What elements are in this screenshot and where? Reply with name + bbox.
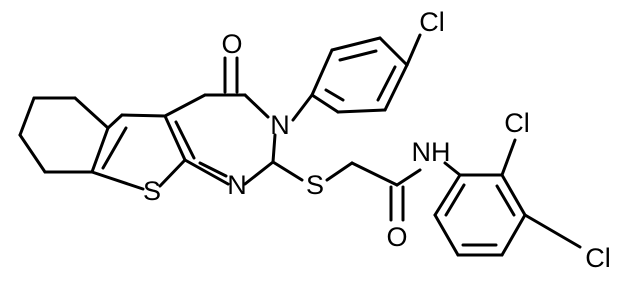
- atom-labels: O N Cl S N S NH O Cl Cl: [143, 7, 611, 273]
- chlorine-top-label: Cl: [419, 7, 445, 37]
- chlorine-ortho-label: Cl: [504, 108, 530, 138]
- oxygen-ketone-label: O: [221, 29, 242, 59]
- chlorine-para-label: Cl: [585, 243, 611, 273]
- sulfur-thiophene-label: S: [143, 176, 161, 206]
- sulfur-thioether-label: S: [306, 170, 324, 200]
- nitrogen-pyrimidine-label: N: [227, 170, 247, 200]
- bond-lines: [18, 33, 582, 257]
- amide-nh-label: NH: [412, 137, 451, 167]
- oxygen-amide-label: O: [386, 222, 407, 252]
- nitrogen-ring-label: N: [270, 110, 290, 140]
